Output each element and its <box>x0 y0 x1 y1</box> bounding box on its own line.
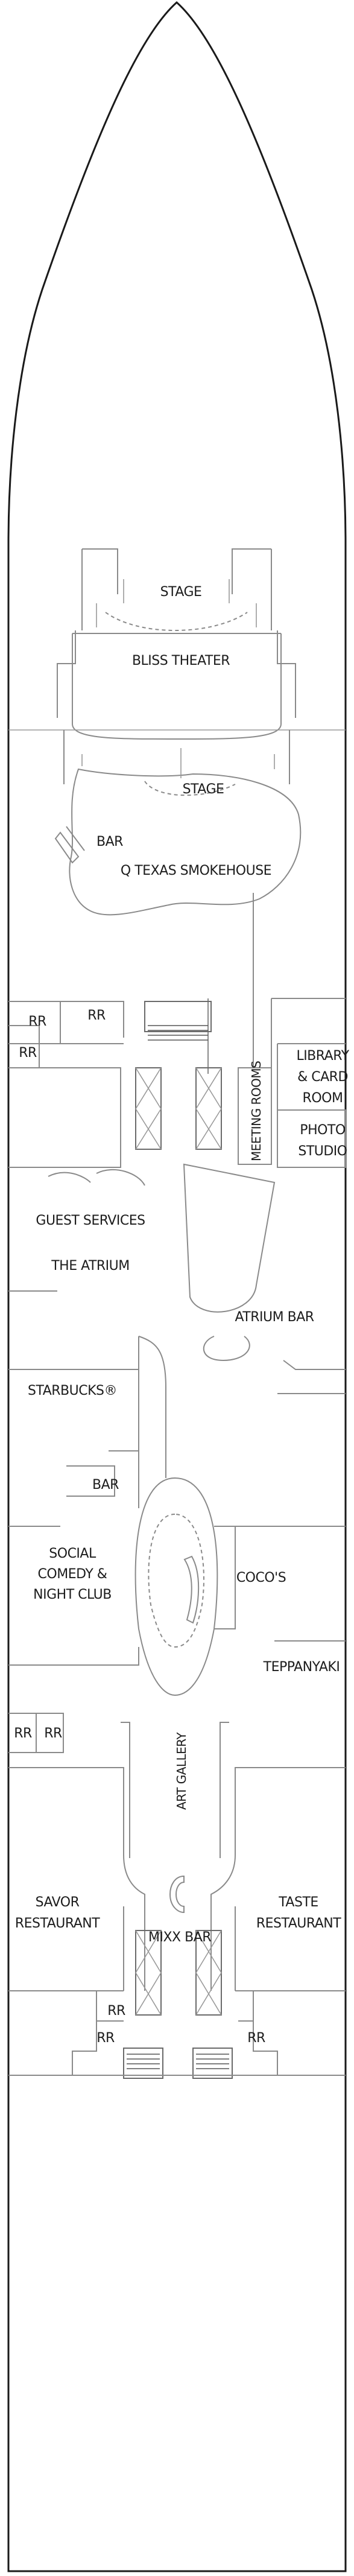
bliss-theater-area <box>8 548 346 740</box>
library-label-3: ROOM <box>303 1091 343 1106</box>
rr-label-6: RR <box>107 2003 125 2019</box>
social-comedy-label-2: COMEDY & <box>38 1567 107 1582</box>
taste-restaurant-label-2: RESTAURANT <box>256 1916 341 1931</box>
photo-studio-label-2: STUDIO <box>298 1144 347 1159</box>
rr-label-3: RR <box>19 1045 37 1061</box>
cocos-label: COCO'S <box>236 1570 286 1585</box>
taste-restaurant-label-1: TASTE <box>278 1895 318 1910</box>
library-label-2: & CARD <box>297 1070 348 1085</box>
savor-restaurant-label-2: RESTAURANT <box>15 1916 100 1931</box>
rr-label-4: RR <box>14 1726 32 1741</box>
guest-services-label: GUEST SERVICES <box>36 1213 145 1228</box>
bliss-theater-label: BLISS THEATER <box>132 653 230 668</box>
rr-label-1: RR <box>28 1014 46 1029</box>
ship-hull <box>7 1 347 2572</box>
q-texas-area <box>54 730 302 916</box>
social-comedy-label-3: NIGHT CLUB <box>33 1587 112 1602</box>
starbucks-label: STARBUCKS® <box>28 1383 117 1398</box>
stage-label: STAGE <box>160 585 202 600</box>
bar-label: BAR <box>96 834 123 849</box>
atrium-bar-label: ATRIUM BAR <box>235 1310 314 1325</box>
rr-label-5: RR <box>44 1726 62 1741</box>
rr-label-8: RR <box>247 2031 265 2046</box>
art-gallery-label: ART GALLERY <box>174 1732 189 1810</box>
stairs-aft-starboard <box>196 2054 229 2069</box>
stage-mid-label: STAGE <box>183 782 224 797</box>
atrium-label: THE ATRIUM <box>51 1258 130 1274</box>
rr-label-2: RR <box>87 1008 106 1023</box>
mixx-bar-label: MIXX BAR <box>148 1930 211 1945</box>
photo-studio-label-1: PHOTO <box>300 1123 346 1138</box>
mid-forward-area <box>8 893 346 1313</box>
central-area <box>8 1477 346 1858</box>
stairs-forward <box>148 1025 208 1041</box>
savor-restaurant-label-1: SAVOR <box>36 1895 80 1910</box>
social-comedy-label-1: SOCIAL <box>49 1546 96 1561</box>
stairs-aft-port <box>127 2054 160 2069</box>
q-texas-label: Q TEXAS SMOKEHOUSE <box>121 863 271 878</box>
bar-mid-label: BAR <box>92 1477 119 1493</box>
rr-label-7: RR <box>96 2031 115 2046</box>
aft-area <box>8 1767 346 2079</box>
meeting-rooms-label: MEETING ROOMS <box>249 1061 264 1161</box>
library-label-1: LIBRARY <box>296 1048 349 1064</box>
teppanyaki-label: TEPPANYAKI <box>263 1660 340 1675</box>
atrium-area <box>8 1169 346 1508</box>
